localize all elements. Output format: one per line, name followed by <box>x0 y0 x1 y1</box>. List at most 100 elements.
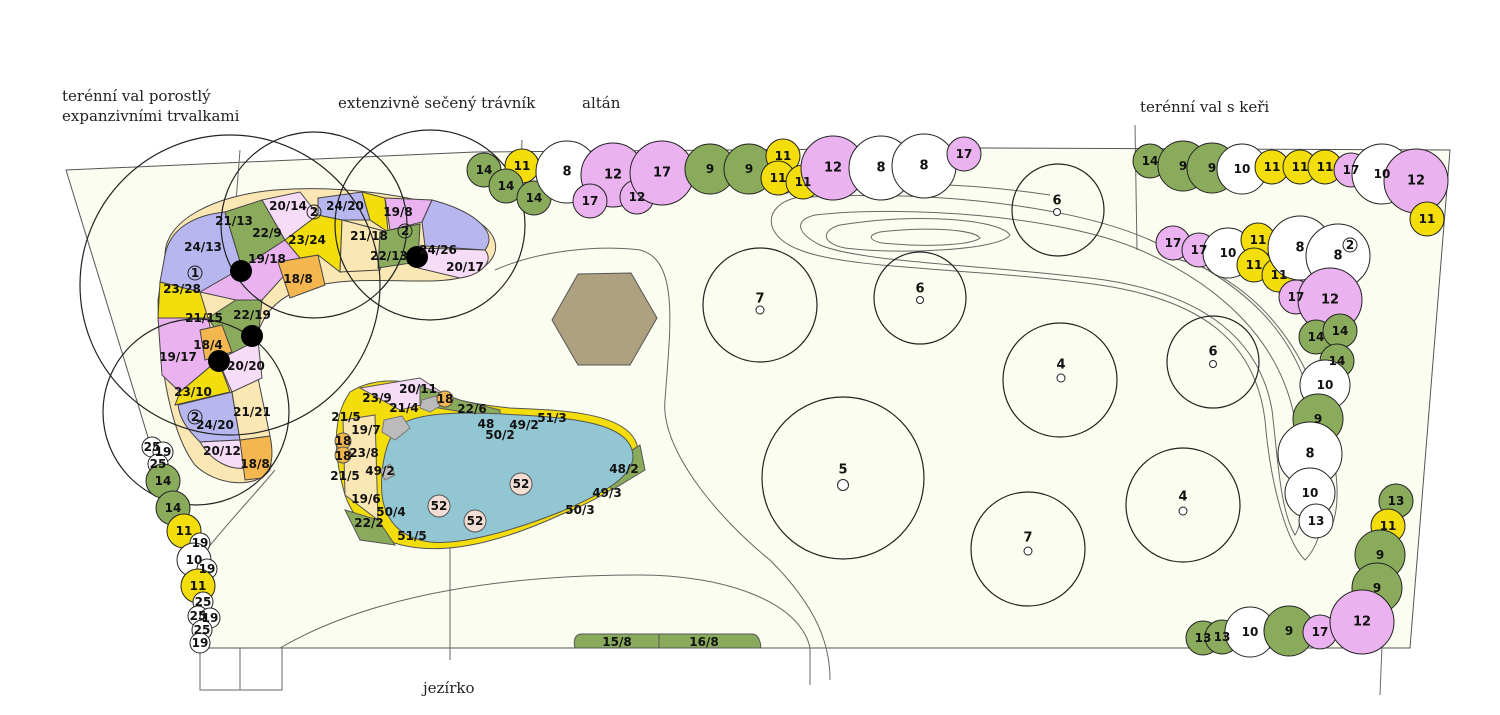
left-strip-label: 25 <box>194 623 211 637</box>
left-strip-label: 19 <box>199 562 216 576</box>
hedge-right-label: 11 <box>1419 212 1436 226</box>
pond-label: 50/3 <box>565 503 594 517</box>
shrub-cluster-label: 14 <box>1308 330 1325 344</box>
hedge-top-label: 14 <box>476 163 493 177</box>
hedge-top-label: 11 <box>770 171 787 185</box>
tree-label: 5 <box>838 463 847 478</box>
shrub-cluster-label: 8 <box>1295 241 1304 256</box>
left-strip-label: 25 <box>190 609 207 623</box>
hedge-top-label: 11 <box>775 149 792 163</box>
marker-label: 1 <box>191 266 199 280</box>
shrub-cluster-label: 17 <box>1288 290 1305 304</box>
shrub-cluster-label: 11 <box>1250 233 1267 247</box>
pond-label: 18 <box>335 449 352 463</box>
bed-label: 18/4 <box>193 338 222 352</box>
bed-label: 24/13 <box>184 240 222 254</box>
pond-label: 23/8 <box>349 446 378 460</box>
marker-label: 2 <box>191 410 199 424</box>
annotation-meadow: extenzivně sečený trávník <box>338 94 536 112</box>
marker-ring <box>306 204 322 220</box>
pond-label: 20/11 <box>399 382 437 396</box>
pond-label: 18 <box>335 434 352 448</box>
hedge-top-label: 17 <box>653 166 671 181</box>
marker-label: 2 <box>310 205 318 219</box>
pond-label: 52 <box>431 499 448 513</box>
bed-label: 19/17 <box>159 350 197 364</box>
hedge-top-shrub <box>572 183 608 219</box>
hedge-top-label: 14 <box>526 191 543 205</box>
left-strip-label: 25 <box>150 457 167 471</box>
hedge-right-label: 12 <box>1407 174 1425 189</box>
tree-label: 6 <box>1208 345 1217 360</box>
pond-label: 49/3 <box>592 486 621 500</box>
hedge-top-label: 17 <box>582 194 599 208</box>
hedge-top-label: 8 <box>919 159 928 174</box>
hedge-right-label: 11 <box>1317 160 1334 174</box>
pond-label: 48/2 <box>609 462 638 476</box>
tree-label: 4 <box>1056 358 1065 373</box>
left-strip-label: 19 <box>202 611 219 625</box>
shrub-cluster-label: 9 <box>1314 412 1322 426</box>
pond-label: 48 <box>478 417 495 431</box>
left-strip-label: 19 <box>155 445 172 459</box>
bed-label: 23/10 <box>174 385 212 399</box>
shrub-cluster-label: 17 <box>1165 236 1182 250</box>
shrub-cluster-shrub <box>1298 503 1334 539</box>
pond-label: 51/5 <box>397 529 426 543</box>
bed-label: 21/18 <box>350 229 388 243</box>
shrub-cluster-label: 12 <box>1321 293 1339 308</box>
gazebo <box>551 272 658 366</box>
shrub-cluster-label: 8 <box>1333 249 1342 264</box>
bottom-right-shrub <box>1329 589 1395 655</box>
hedge-top-shrub <box>946 136 982 172</box>
pond-label: 50/2 <box>485 428 514 442</box>
shrub-cluster-label: 17 <box>1191 243 1208 257</box>
pond-label: 21/4 <box>389 401 418 415</box>
pond-label: 22/6 <box>457 402 486 416</box>
tree-label: 7 <box>755 292 764 307</box>
hedge-top-label: 9 <box>745 162 753 176</box>
hedge-right-label: 11 <box>1292 160 1309 174</box>
marker-ring <box>1342 237 1358 253</box>
hedge-right-label: 10 <box>1234 162 1251 176</box>
bed-label: 18/8 <box>240 457 269 471</box>
left-strip-label: 14 <box>155 474 172 488</box>
annotation-line-2: expanzivními trvalkami <box>62 107 240 125</box>
annotation-embankment-shrubs: terénní val s keři <box>1140 98 1270 116</box>
bottom-right-label: 12 <box>1353 615 1371 630</box>
bed-label: 20/12 <box>203 444 241 458</box>
left-strip-label: 10 <box>186 553 203 567</box>
bed-label: 20/17 <box>446 260 484 274</box>
marker-label: 2 <box>1346 238 1354 252</box>
pond-label: 21/5 <box>330 469 359 483</box>
bed-label: 22/13 <box>370 249 408 263</box>
bed-label: 21/21 <box>233 405 271 419</box>
bed-label: 22/9 <box>252 226 281 240</box>
pond-label: 50/4 <box>376 505 405 519</box>
shrub-cluster-label: 10 <box>1317 378 1334 392</box>
left-strip-label: 19 <box>192 636 209 650</box>
bottom-right-label: 9 <box>1376 548 1384 562</box>
left-strip-label: 11 <box>176 524 193 538</box>
canopy-outlines <box>79 129 526 506</box>
marker-label: 2 <box>401 224 409 238</box>
bed-label: 21/13 <box>215 214 253 228</box>
bed-label: 20/14 <box>269 199 307 213</box>
pond-label: 49/2 <box>365 464 394 478</box>
bed-label: 24/20 <box>196 418 234 432</box>
hedge-right-label: 14 <box>1142 154 1159 168</box>
bed-label: 23/24 <box>288 233 326 247</box>
bottom-right-label: 13 <box>1195 631 1212 645</box>
hedge-top-label: 12 <box>629 190 646 204</box>
bottom-right-label: 11 <box>1380 519 1397 533</box>
pond <box>334 377 646 550</box>
pond-label: 23/9 <box>362 391 391 405</box>
hedge-top-label: 9 <box>706 162 714 176</box>
shrub-cluster-label: 14 <box>1332 324 1349 338</box>
marker-ring <box>187 409 203 425</box>
shrub-cluster-label: 11 <box>1246 258 1263 272</box>
shrub-cluster-label: 14 <box>1329 354 1346 368</box>
solitary-trees <box>702 163 1260 607</box>
bench-bed-label: 15/8 <box>602 635 631 649</box>
hedge-top-label: 14 <box>498 179 515 193</box>
